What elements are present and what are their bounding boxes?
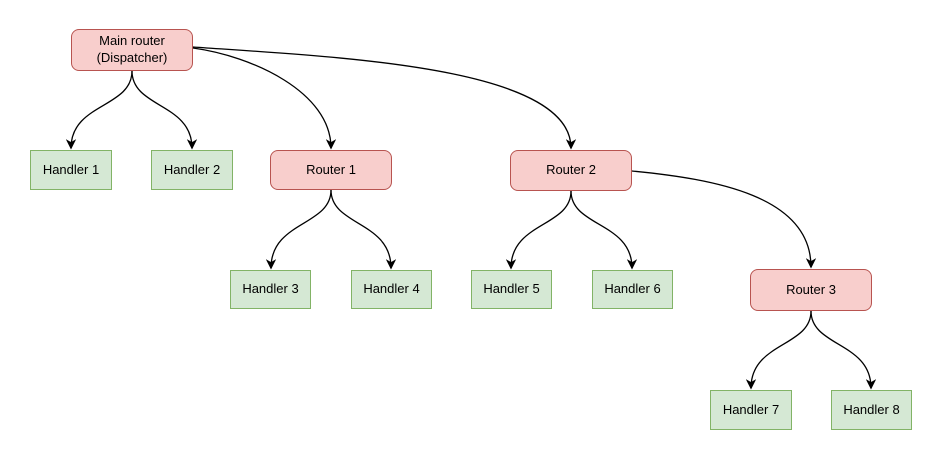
edge-main-router-to-router-2 <box>192 46 577 150</box>
node-router-1: Router 1 <box>270 150 392 190</box>
edge-main-router-to-router-1 <box>192 47 337 150</box>
edge-router-2-to-handler-6 <box>570 190 638 270</box>
edge-router-1-to-handler-3 <box>265 189 332 270</box>
edge-router-1-to-handler-4 <box>330 189 397 270</box>
node-router-3: Router 3 <box>750 269 872 311</box>
edge-router-3-to-handler-7 <box>745 310 812 390</box>
node-handler-6: Handler 6 <box>592 270 673 309</box>
node-handler-3: Handler 3 <box>230 270 311 309</box>
edge-router-3-to-handler-8 <box>810 310 877 390</box>
node-handler-5: Handler 5 <box>471 270 552 309</box>
node-handler-4: Handler 4 <box>351 270 432 309</box>
node-handler-1: Handler 1 <box>30 150 112 190</box>
edge-main-router-to-handler-2 <box>131 70 198 150</box>
node-router-2: Router 2 <box>510 150 632 191</box>
edge-router-2-to-router-3 <box>631 170 817 269</box>
edge-router-2-to-handler-5 <box>505 190 572 270</box>
node-handler-8: Handler 8 <box>831 390 912 430</box>
node-handler-7: Handler 7 <box>710 390 792 430</box>
edge-main-router-to-handler-1 <box>65 70 133 150</box>
node-handler-2: Handler 2 <box>151 150 233 190</box>
node-main-router: Main router (Dispatcher) <box>71 29 193 71</box>
